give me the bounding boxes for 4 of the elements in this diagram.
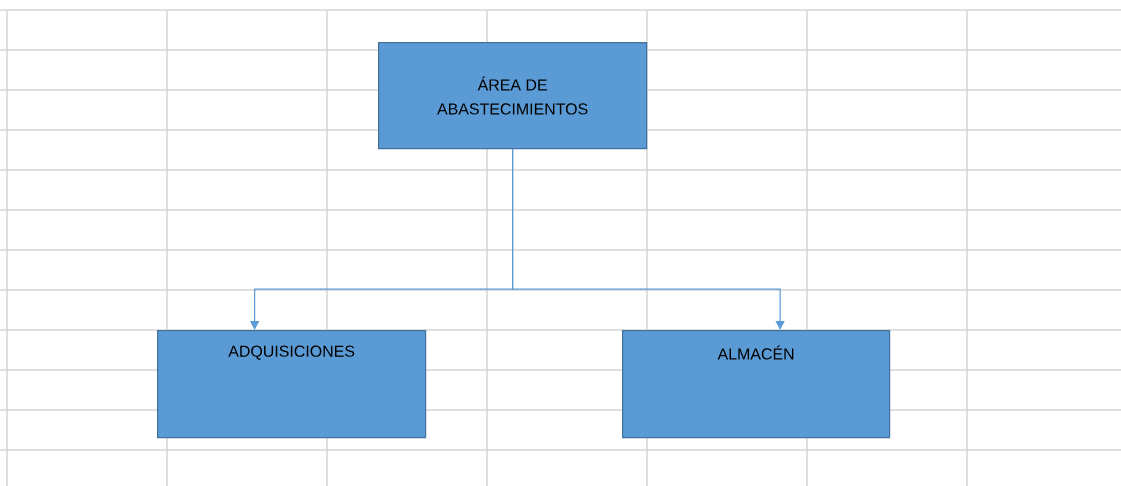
- org-box: ÁREA DE ABASTECIMIENTOS: [378, 42, 648, 150]
- org-box: ADQUISICIONES: [157, 330, 427, 439]
- connector-arrow: [512, 148, 785, 330]
- org-box: ALMACÉN: [622, 330, 891, 439]
